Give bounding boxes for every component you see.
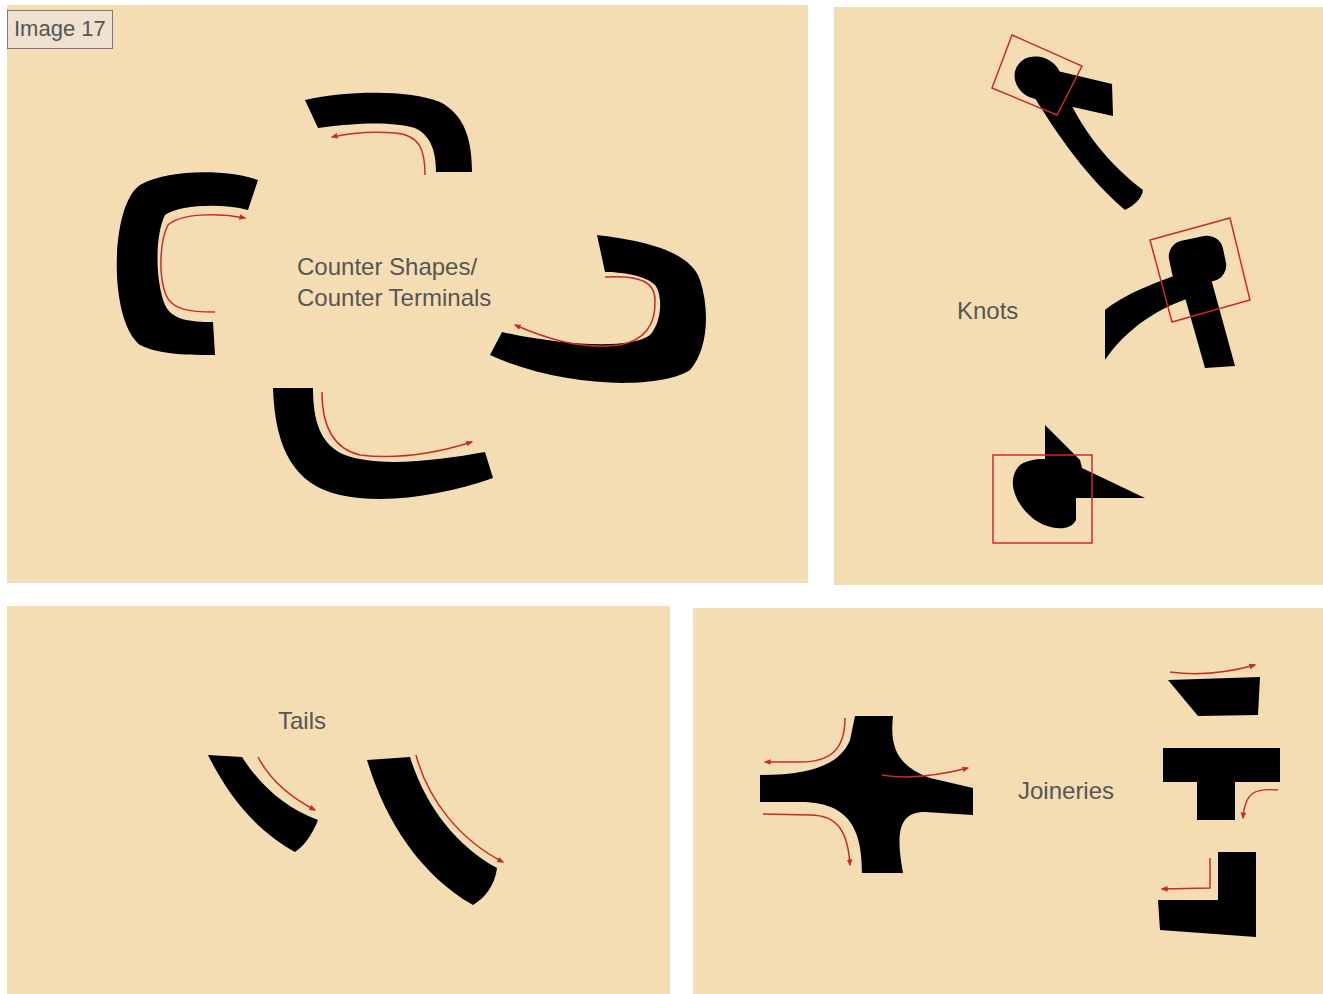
tail-stroke <box>367 757 497 905</box>
flow-arrow <box>161 215 245 312</box>
joinery-tee <box>1163 748 1280 820</box>
knot-frame <box>992 35 1082 115</box>
panel-title: Knots <box>957 295 1018 326</box>
panel-title: Tails <box>278 705 326 736</box>
panel: Tails <box>7 606 670 994</box>
flow-arrow <box>1162 858 1210 889</box>
panel-title: Joineries <box>1018 775 1114 806</box>
counter-right <box>490 235 706 383</box>
knot-blob <box>1013 459 1076 528</box>
image-tag: Image 17 <box>7 10 113 49</box>
panel-title: Counter Shapes/ Counter Terminals <box>297 251 537 313</box>
flow-arrow <box>763 814 850 865</box>
glyph-parts <box>117 49 1280 937</box>
counter-bottom <box>273 388 493 499</box>
counter-left <box>117 172 258 355</box>
flow-arrow <box>882 768 968 777</box>
joinery-piece <box>1168 677 1260 716</box>
tail-stroke <box>208 755 318 852</box>
joinery-branch <box>760 716 973 873</box>
flow-arrow <box>765 718 845 762</box>
knot-frame <box>1150 218 1250 322</box>
flow-arrow <box>1170 665 1255 674</box>
flow-arrow <box>515 277 655 346</box>
joinery-corner <box>1158 852 1256 937</box>
flow-arrow <box>1243 790 1278 818</box>
knot-frames <box>992 35 1250 543</box>
flow-arrows <box>161 132 1278 889</box>
knot-stem <box>1180 275 1235 368</box>
flow-arrow <box>258 757 315 810</box>
knot-blob <box>1166 233 1229 289</box>
flow-arrow <box>332 132 425 175</box>
flow-arrow <box>416 755 503 862</box>
flow-arrow <box>322 392 472 457</box>
figure-tag: Image 17 <box>14 15 106 44</box>
knot-frame <box>993 455 1092 543</box>
